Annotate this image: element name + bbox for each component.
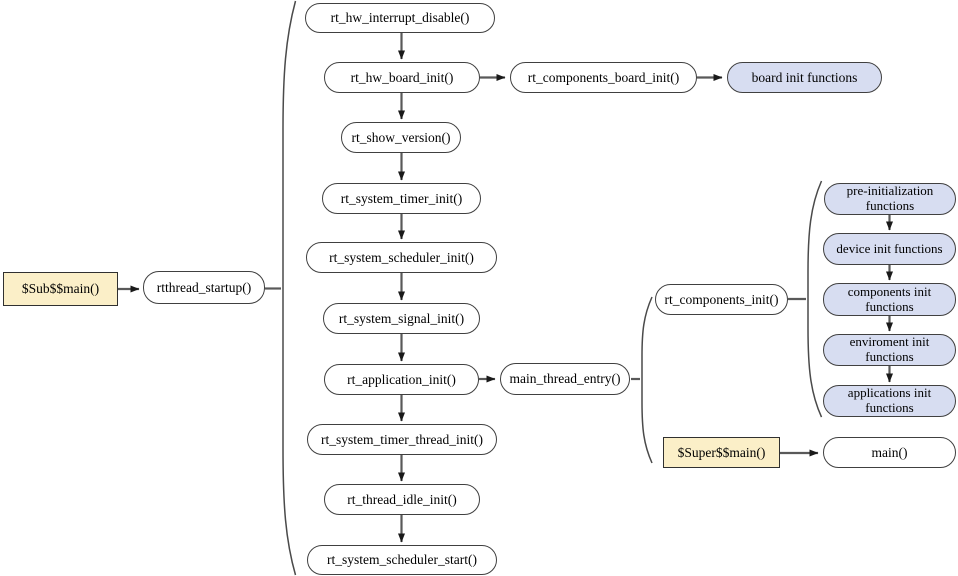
components-group-brace xyxy=(807,180,823,418)
node-main: main() xyxy=(823,437,956,468)
node-rt-system-timer-thread-init: rt_system_timer_thread_init() xyxy=(307,424,497,455)
node-rt-hw-interrupt-disable: rt_hw_interrupt_disable() xyxy=(305,3,495,33)
node-board-init-functions: board init functions xyxy=(727,62,882,93)
node-rt-system-scheduler-init: rt_system_scheduler_init() xyxy=(306,242,497,273)
node-rt-application-init: rt_application_init() xyxy=(324,364,479,395)
node-super-main: $Super$$main() xyxy=(663,437,780,468)
node-rtthread-startup: rtthread_startup() xyxy=(143,271,265,304)
node-main-thread-entry: main_thread_entry() xyxy=(500,363,630,395)
node-device-init-functions: device init functions xyxy=(823,233,956,265)
node-rt-system-signal-init: rt_system_signal_init() xyxy=(323,303,480,334)
node-rt-show-version: rt_show_version() xyxy=(341,122,461,153)
node-rt-components-init: rt_components_init() xyxy=(655,284,788,315)
node-rt-system-scheduler-start: rt_system_scheduler_start() xyxy=(307,545,497,575)
startup-group-brace xyxy=(282,0,297,576)
node-applications-init-functions: applications init functions xyxy=(823,385,956,417)
node-rt-hw-board-init: rt_hw_board_init() xyxy=(324,62,480,93)
node-rt-components-board-init: rt_components_board_init() xyxy=(510,62,697,93)
node-rt-thread-idle-init: rt_thread_idle_init() xyxy=(324,484,480,515)
node-pre-initialization-functions: pre-initialization functions xyxy=(824,183,956,215)
node-enviroment-init-functions: enviroment init functions xyxy=(823,334,956,366)
node-sub-main: $Sub$$main() xyxy=(3,272,118,306)
node-components-init-functions: components init functions xyxy=(823,283,956,316)
node-rt-system-timer-init: rt_system_timer_init() xyxy=(322,183,481,214)
main-thread-group-brace xyxy=(641,296,653,464)
